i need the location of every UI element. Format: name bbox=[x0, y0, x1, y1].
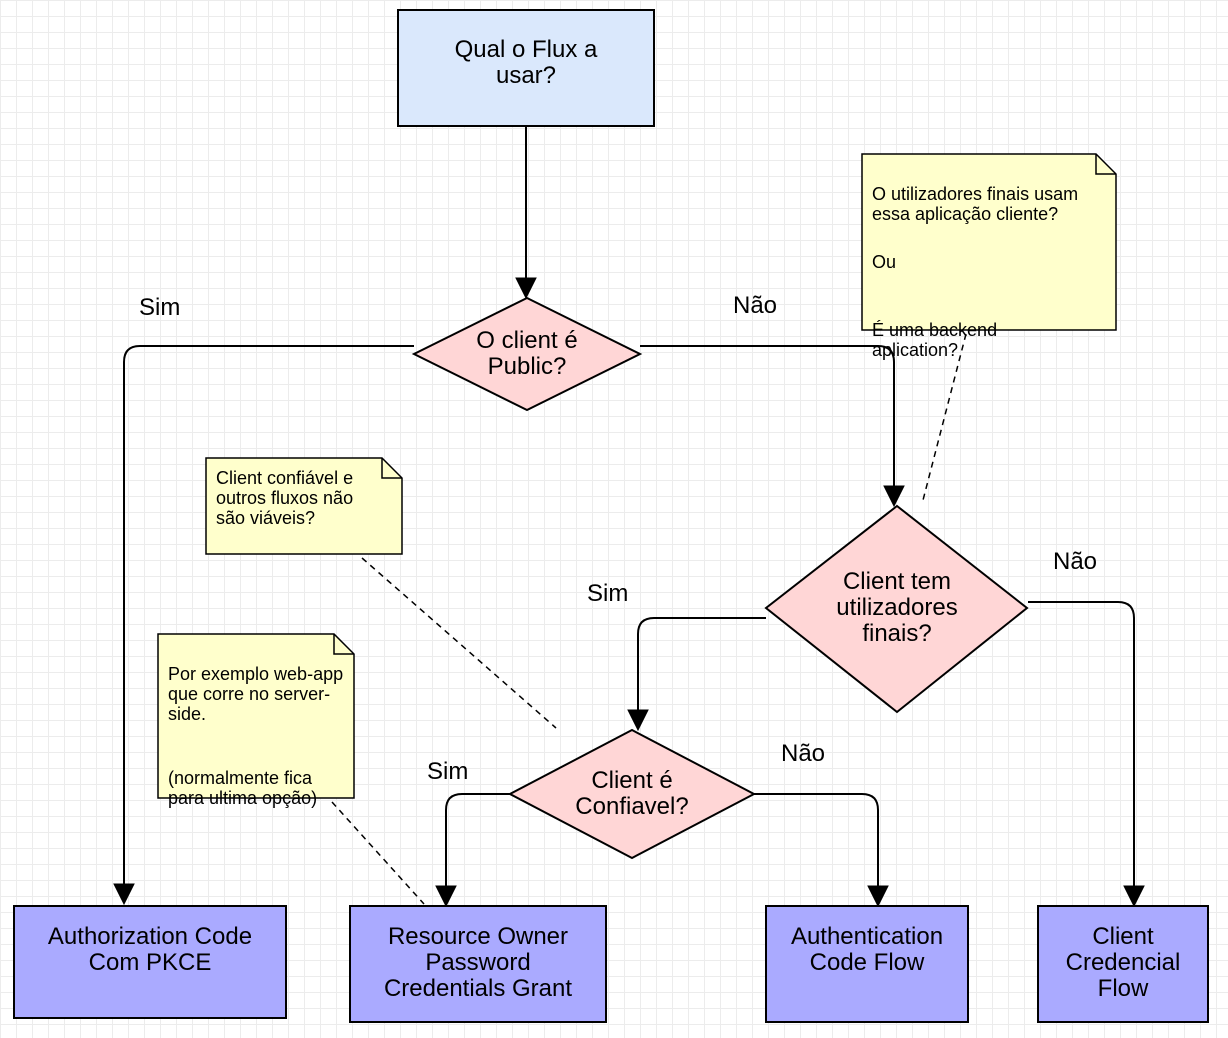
edge-label-trusted-yes: Sim bbox=[427, 758, 469, 785]
edge-label-end-users-yes: Sim bbox=[587, 580, 629, 607]
decision-public-shape bbox=[411, 296, 643, 412]
outcome-client-credentials-label: Client Credencial Flow bbox=[1065, 923, 1181, 1002]
start-label: Qual o Flux a usar? bbox=[454, 36, 598, 89]
arrow-public-no bbox=[883, 485, 905, 508]
outcome-auth-code-flow-box bbox=[765, 905, 969, 1023]
note-end-users-line1: O utilizadores finais usam essa aplicaçã… bbox=[872, 184, 1079, 224]
outcome-ropc-label: Resource Owner Password Credentials Gran… bbox=[383, 923, 573, 1002]
decision-end-users-label: Client tem utilizadores finais? bbox=[836, 568, 958, 647]
decision-public-label: O client é Public? bbox=[476, 327, 578, 380]
edge-label-end-users-no: Não bbox=[1053, 548, 1098, 575]
edge-label-trusted-no: Não bbox=[781, 740, 826, 767]
outcome-client-credentials-box bbox=[1037, 905, 1209, 1023]
arrow-start-to-public bbox=[515, 277, 537, 300]
arrow-end-users-no bbox=[1123, 885, 1145, 908]
outcome-ropc-box bbox=[349, 905, 607, 1023]
edge-end-users-yes bbox=[637, 617, 766, 716]
decision-trusted-shape bbox=[507, 728, 757, 860]
edge-public-yes bbox=[123, 345, 414, 890]
note-link-trusted bbox=[361, 557, 557, 729]
note-example-line1: Por exemplo web-app que corre no server-… bbox=[168, 664, 344, 724]
edge-trusted-no bbox=[754, 793, 879, 892]
edge-trusted-yes bbox=[445, 793, 510, 892]
decision-trusted-label: Client é Confiavel? bbox=[575, 767, 689, 820]
arrow-trusted-yes bbox=[435, 885, 457, 908]
edge-end-users-no bbox=[1028, 601, 1135, 892]
decision-end-users-shape bbox=[764, 504, 1029, 714]
arrow-public-yes bbox=[113, 883, 135, 906]
note-example-text: Por exemplo web-app que corre no server-… bbox=[168, 644, 348, 828]
note-end-users-fold bbox=[1095, 154, 1116, 175]
edge-label-public-no: Não bbox=[733, 292, 778, 319]
outcome-auth-code-pkce-label: Authorization Code Com PKCE bbox=[47, 923, 253, 976]
note-example-shape bbox=[157, 633, 355, 799]
outcome-auth-code-pkce-box bbox=[13, 905, 287, 1019]
note-end-users-line3: É uma backend aplication? bbox=[872, 320, 998, 360]
edge-public-no bbox=[640, 345, 895, 492]
note-example-fold bbox=[333, 634, 354, 655]
note-trusted-fold bbox=[381, 458, 402, 479]
outcome-auth-code-flow-label: Authentication Code Flow bbox=[790, 923, 944, 976]
note-end-users-line2: Ou bbox=[872, 252, 897, 272]
note-link-end-users bbox=[921, 333, 967, 505]
note-trusted-text: Client confiável e outros fluxos não são… bbox=[216, 468, 354, 528]
start-box bbox=[397, 9, 655, 127]
note-example-line2: (normalmente fica para ultima opção) bbox=[168, 768, 318, 808]
note-end-users-text: O utilizadores finais usam essa aplicaçã… bbox=[872, 164, 1108, 380]
arrow-end-users-yes bbox=[627, 709, 649, 732]
arrow-trusted-no bbox=[867, 885, 889, 908]
edge-label-public-yes: Sim bbox=[139, 294, 181, 321]
note-trusted-shape bbox=[205, 457, 403, 555]
note-link-example bbox=[331, 801, 425, 905]
note-end-users-shape bbox=[861, 153, 1117, 331]
